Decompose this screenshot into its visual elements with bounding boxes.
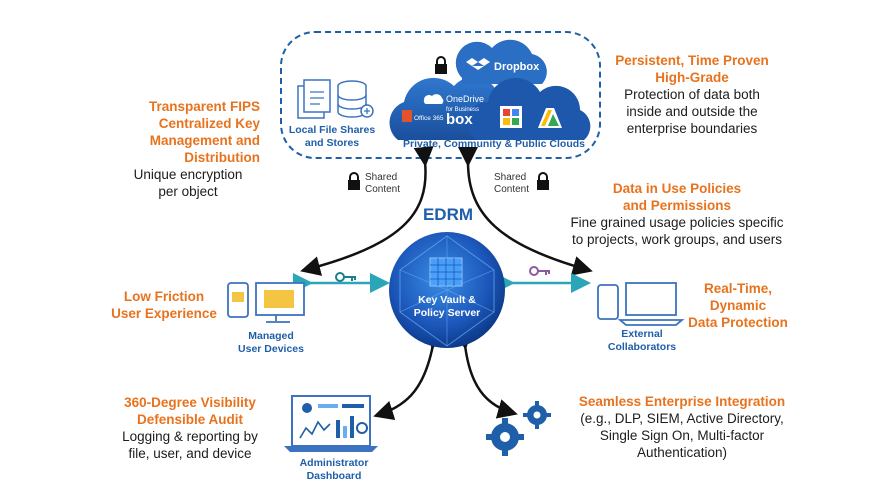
arrow-server-to-integration — [453, 328, 518, 419]
box-logo: box — [446, 111, 473, 128]
clouds-label: Private, Community & Public Clouds — [402, 138, 586, 150]
onedrive-logo: OneDrive — [446, 94, 484, 104]
data-in-use-feature: Data in Use Policies and Permissions Fin… — [570, 181, 784, 247]
persistent-feature: Persistent, Time Proven High-Grade Prote… — [615, 53, 769, 136]
left-shared-lock-icon — [348, 172, 360, 190]
fips-title-line: Transparent FIPS — [148, 99, 260, 114]
fips-feature: Transparent FIPS Centralized Key Managem… — [110, 98, 260, 166]
gears-icon — [486, 401, 551, 456]
admin-dashboard-icon — [284, 395, 378, 452]
fips-title-line: Management and — [149, 133, 260, 148]
arrow-server-to-admin — [373, 328, 446, 421]
visibility-feature: 360-Degree Visibility Defensible Audit L… — [122, 395, 258, 461]
managed-devices-icon — [227, 282, 305, 323]
file-shares-icon — [297, 79, 374, 119]
center-label: Key Vault &Policy Server — [413, 294, 481, 319]
onedrive-subtitle: for Business — [446, 107, 479, 113]
key-vault-sphere — [389, 232, 505, 348]
cloud-lock-icon — [435, 56, 447, 74]
teal-key-icon — [335, 272, 356, 282]
edrm-title: EDRM — [422, 205, 474, 224]
fips-title-line: Centralized Key — [158, 116, 260, 131]
external-devices-icon — [597, 282, 685, 326]
office365-logo: Office 365 — [414, 115, 444, 122]
cloud-boundary — [280, 31, 601, 159]
public-clouds-icon: Dropbox OneDrive for Business Office 365… — [389, 39, 591, 140]
fips-title-line: Distribution — [184, 150, 260, 165]
arrow-cloud-to-external — [457, 146, 593, 276]
fips-desc: Unique encryption per object — [133, 167, 243, 199]
arrow-cloud-to-managed — [300, 146, 434, 276]
realtime-feature: Real-Time, Dynamic Data Protection — [688, 281, 788, 330]
dropbox-logo: Dropbox — [494, 61, 540, 73]
low-friction-feature: Low Friction User Experience — [111, 289, 217, 321]
integration-feature: Seamless Enterprise Integration (e.g., D… — [578, 394, 786, 460]
purple-key-icon — [529, 266, 550, 276]
